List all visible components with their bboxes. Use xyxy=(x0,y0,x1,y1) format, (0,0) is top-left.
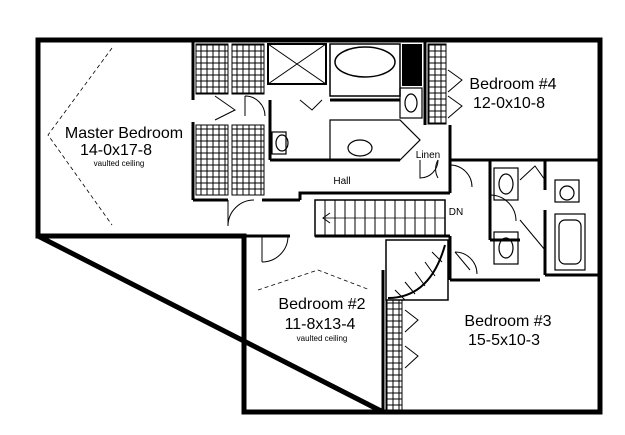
bed3-name: Bedroom #3 xyxy=(464,313,551,330)
bed2-note: vaulted ceiling xyxy=(297,334,348,343)
bed2-size: 11-8x13-4 xyxy=(285,316,356,333)
bed4-name: Bedroom #4 xyxy=(469,76,556,93)
master-tub xyxy=(329,43,401,97)
master-vault-lines xyxy=(47,47,113,226)
closets xyxy=(195,43,447,411)
bed4-size: 12-0x10-8 xyxy=(473,95,545,112)
bed2-name: Bedroom #2 xyxy=(278,296,365,313)
hall-bath-fixtures xyxy=(493,167,586,271)
stairs xyxy=(314,199,446,237)
linen-label: Linen xyxy=(416,150,440,161)
master-note: vaulted ceiling xyxy=(94,159,145,168)
winder-stairs xyxy=(385,239,449,301)
closet-bed2 xyxy=(385,299,403,411)
closet-master-lower-2 xyxy=(231,124,265,196)
hall-label: Hall xyxy=(333,176,350,187)
chimney-block xyxy=(402,44,422,86)
bed2-vault-lines xyxy=(257,269,371,291)
master-bath-fixtures xyxy=(271,87,423,161)
room-labels: Master Bedroom 14-0x17-8 vaulted ceiling… xyxy=(65,76,557,349)
bed3-size: 15-5x10-3 xyxy=(468,332,540,349)
master-name: Master Bedroom xyxy=(65,125,183,142)
interior-walls xyxy=(191,40,600,412)
closet-master-upper-2 xyxy=(231,43,265,95)
stair-dn-label: DN xyxy=(449,207,463,218)
doors xyxy=(214,69,546,369)
windows xyxy=(270,409,365,415)
shower xyxy=(267,43,327,85)
closet-master-lower xyxy=(195,124,229,196)
master-size: 14-0x17-8 xyxy=(80,142,152,159)
closet-master-upper xyxy=(195,43,229,95)
closet-bed4 xyxy=(427,43,447,125)
